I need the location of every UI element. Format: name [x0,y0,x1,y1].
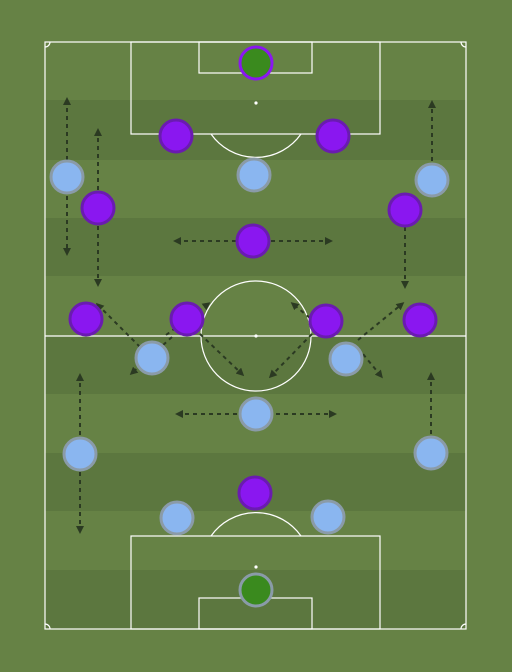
player-gk-bottom[interactable] [238,572,274,608]
pitch-stripe [45,100,466,160]
pitch-lines [44,41,467,630]
player-rcm-bottom[interactable] [328,341,364,377]
center-spot [254,334,258,338]
movement-arrow [268,333,313,379]
player-lcm-top[interactable] [169,301,205,337]
player-cb-right-bottom[interactable] [310,499,346,535]
player-cb-right-top[interactable] [315,118,351,154]
penalty-spot-bottom [254,565,258,569]
player-cdm-bottom[interactable] [238,396,274,432]
movement-arrow [199,333,245,377]
player-lcm-bottom[interactable] [134,340,170,376]
player-lw-top[interactable] [68,301,104,337]
movement-arrow [357,347,383,379]
pitch-stripe [45,336,466,394]
movement-arrow [357,302,405,341]
movement-arrow [290,302,317,324]
corner-arc-top-left [44,41,51,48]
movement-arrows [63,97,436,534]
player-lb-bottom[interactable] [62,436,98,472]
corner-arc-bottom-left [44,623,51,630]
player-wb-left-top[interactable] [80,190,116,226]
player-rcm-top[interactable] [308,303,344,339]
corner-arc-bottom-right [460,623,467,630]
player-rw-bottom[interactable] [414,162,450,198]
player-st-top[interactable] [237,475,273,511]
movement-arrow [95,302,141,348]
pitch-spots [254,101,258,569]
player-st-bottom[interactable] [236,157,272,193]
player-cdm-top[interactable] [235,223,271,259]
player-wb-right-top[interactable] [387,192,423,228]
player-lw-bottom[interactable] [49,159,85,195]
penalty-arc-top [210,133,302,158]
player-cb-left-top[interactable] [158,118,194,154]
penalty-spot-top [254,101,258,105]
players [49,45,450,608]
player-gk-top[interactable] [238,45,274,81]
corner-arc-top-right [460,41,467,48]
player-rw-top[interactable] [402,302,438,338]
player-rb-bottom[interactable] [413,435,449,471]
penalty-arc-bottom [210,512,302,537]
player-cb-left-bottom[interactable] [159,500,195,536]
